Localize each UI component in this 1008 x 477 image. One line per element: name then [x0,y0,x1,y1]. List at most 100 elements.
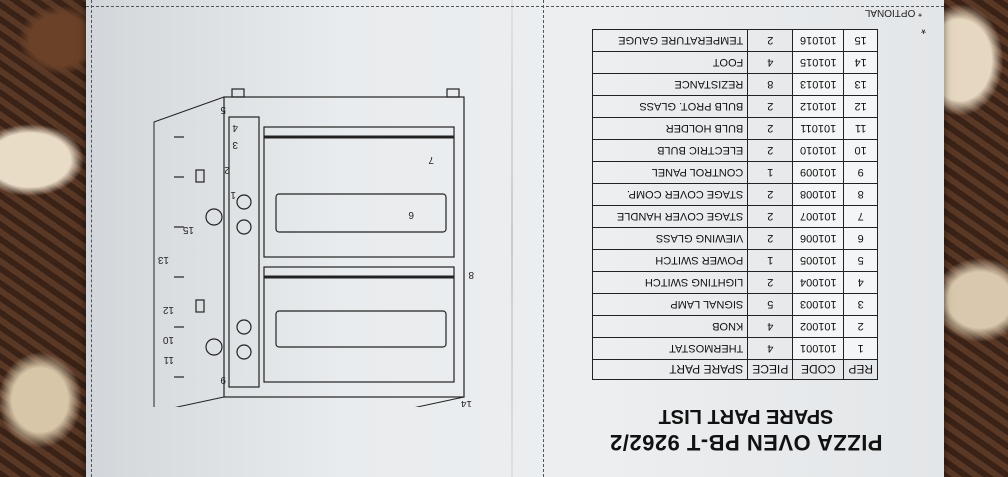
upper-viewing-glass [275,310,447,348]
table-cell-rep: 3 [843,293,878,316]
table-cell-name: ELECTRIC BULB [592,139,748,162]
table-cell-code: 101016 [792,29,844,52]
table-cell-piece: 2 [747,29,793,52]
callout-label: 12 [162,304,174,315]
table-cell-name: KNOB [592,315,748,338]
callout-label: 11 [163,354,174,365]
table-cell-code: 101008 [792,183,844,206]
table-cell-code: 101003 [792,293,844,316]
table-cell-name: STAGE COVER HANDLE [592,205,748,228]
footnote: * OPTIONAL [864,7,922,18]
column-header: SPARE PART [592,359,748,380]
callout-label: 2 [224,164,230,175]
table-cell-rep: 5 [843,249,878,272]
dashed-cut-line [91,0,92,477]
sheet-content-upside-down: PIZZA OVEN PB-T 9262/2 SPARE PART LIST R… [86,0,944,477]
table-cell-name: VIEWING GLASS [592,227,748,250]
table-cell-piece: 4 [747,51,793,74]
temperature-gauge-icon [205,208,223,226]
column-header: REP [843,359,878,380]
table-cell-piece: 4 [747,315,793,338]
title-block: PIZZA OVEN PB-T 9262/2 SPARE PART LIST [566,404,926,455]
table-cell-name: BULB HOLDER [592,117,748,140]
table-cell-piece: 1 [747,161,793,184]
table-cell-rep: 11 [843,117,878,140]
table-cell-name: FOOT [592,51,748,74]
table-cell-code: 101013 [792,73,844,96]
foot-icon [231,88,245,98]
table-cell-code: 101015 [792,51,844,74]
table-cell-piece: 2 [747,271,793,294]
table-cell-code: 101005 [792,249,844,272]
table-cell-name: POWER SWITCH [592,249,748,272]
table-cell-rep: 13 [843,73,878,96]
dashed-cut-line [543,0,544,477]
table-cell-piece: 4 [747,337,793,360]
table-cell-piece: 2 [747,117,793,140]
table-cell-rep: 7 [843,205,878,228]
paper-fold [511,0,513,477]
callout-label: 7 [428,154,434,165]
table-cell-rep: 2 [843,315,878,338]
oven-diagram: 14 8 6 7 9 11 10 12 13 15 1 2 3 4 5 [153,88,474,407]
table-cell-code: 101011 [792,117,844,140]
lower-stage-outline [263,126,455,258]
table-cell-rep: 1 [843,337,878,360]
callout-label: 3 [232,139,238,150]
table-cell-code: 101010 [792,139,844,162]
temperature-gauge-icon [205,338,223,356]
paper-sheet: PIZZA OVEN PB-T 9262/2 SPARE PART LIST R… [86,0,944,477]
table-cell-rep: 10 [843,139,878,162]
table-cell-piece: 1 [747,249,793,272]
knob-icon [236,344,252,360]
page-title: PIZZA OVEN PB-T 9262/2 [609,430,883,455]
table-header-row: REP CODE PIECE SPARE PART [592,359,878,380]
table-cell-name: LIGHTING SWITCH [592,271,748,294]
callout-label: 5 [220,104,226,115]
knob-icon [236,319,252,335]
callout-label: 13 [157,254,169,265]
table-cell-code: 101001 [792,337,844,360]
lower-viewing-glass [275,193,447,233]
table-cell-name: REZISTANCE [592,73,748,96]
table-cell-rep: 4 [843,271,878,294]
table-cell-name: STAGE COVER COMP. [592,183,748,206]
signal-lamp-icon [195,299,205,313]
table-cell-piece: 2 [747,205,793,228]
table-cell-code: 101012 [792,95,844,118]
table-cell-name: SIGNAL LAMP [592,293,748,316]
table-cell-piece: 2 [747,95,793,118]
table-cell-name: THERMOSTAT [592,337,748,360]
table-cell-rep: 9 [843,161,878,184]
callout-label: 1 [230,189,236,200]
table-cell-piece: 5 [747,293,793,316]
table-cell-piece: 8 [747,73,793,96]
table-cell-name: BULB PROT. GLASS [592,95,748,118]
table-cell-code: 101007 [792,205,844,228]
knob-icon [236,219,252,235]
upper-stage-outline [263,266,455,383]
column-header: CODE [792,359,844,380]
control-panel-outline [228,116,260,388]
callout-label: 15 [182,224,194,235]
oven-body-outline [223,96,465,398]
table-cell-rep: 12 [843,95,878,118]
table-cell-code: 101009 [792,161,844,184]
optional-marker: * [920,22,926,37]
callout-label: 6 [408,209,414,220]
table-cell-rep: 14 [843,51,878,74]
